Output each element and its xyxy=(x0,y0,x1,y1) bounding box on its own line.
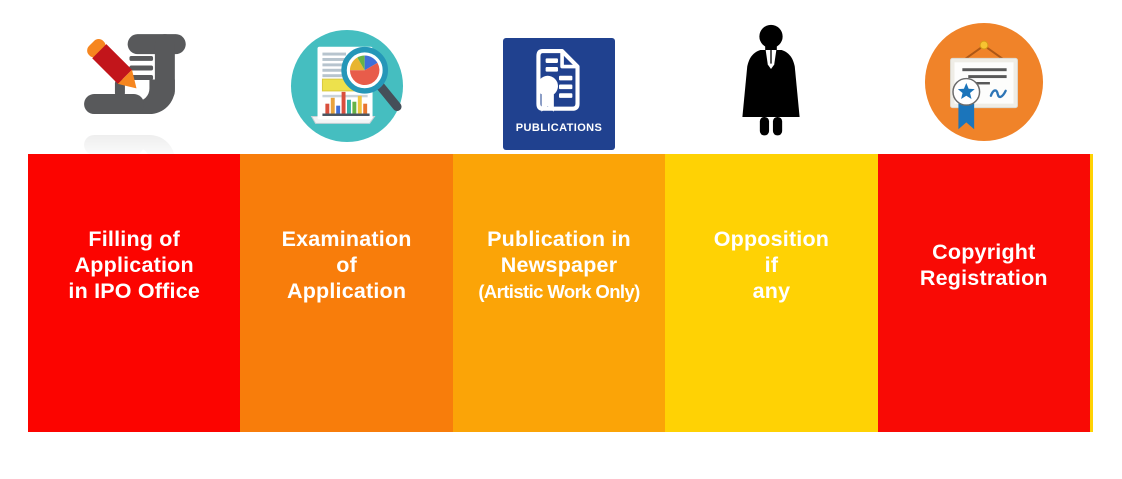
step-1-band: Filling of Application in IPO Office xyxy=(28,154,241,432)
step-examination: Examination of Application xyxy=(240,0,453,432)
label-line: Application xyxy=(74,253,194,277)
label-line: Newspaper xyxy=(500,252,618,277)
label-line: any xyxy=(752,279,791,303)
label-line: Filling of xyxy=(88,227,180,251)
report-magnifier-icon xyxy=(290,29,404,148)
step-opposition: Opposition if any xyxy=(665,0,878,432)
step-4-icon-zone xyxy=(665,0,877,154)
label-line: Examination xyxy=(281,227,412,251)
label-line: Registration xyxy=(919,266,1048,290)
step-2-label: Examination of Application xyxy=(240,226,452,304)
step-4-band: Opposition if any xyxy=(665,154,878,432)
label-line: Application xyxy=(286,279,407,303)
step-filling-application: Filling of Application in IPO Office xyxy=(28,0,241,432)
step-5-band: Copyright Registration xyxy=(877,154,1091,432)
pen-and-scroll-icon xyxy=(75,28,193,167)
step-3-band: Publication in Newspaper (Artistic Work … xyxy=(452,154,666,432)
step-2-band: Examination of Application xyxy=(240,154,453,432)
step-3-icon-zone: PUBLICATIONS xyxy=(453,0,665,154)
band-edge-sliver xyxy=(1090,154,1093,432)
publications-caption: PUBLICATIONS xyxy=(515,122,603,134)
step-2-icon-zone xyxy=(240,0,452,154)
label-line: Publication in xyxy=(487,226,631,251)
label-line: (Artistic Work Only) xyxy=(478,280,640,302)
step-3-label: Publication in Newspaper (Artistic Work … xyxy=(453,226,665,305)
label-line: Copyright xyxy=(932,240,1036,264)
step-publication: PUBLICATIONS Publication in Newspaper (A… xyxy=(452,0,666,432)
label-line: if xyxy=(764,253,779,277)
step-5-icon-zone xyxy=(878,0,1090,154)
step-5-label: Copyright Registration xyxy=(878,239,1090,291)
step-1-icon-zone xyxy=(28,0,240,167)
advocate-silhouette-icon xyxy=(739,23,803,148)
label-line: Opposition xyxy=(713,227,830,251)
step-registration: Copyright Registration xyxy=(877,0,1091,432)
certificate-award-icon xyxy=(923,21,1045,148)
publications-document-icon: PUBLICATIONS xyxy=(503,38,616,150)
step-4-label: Opposition if any xyxy=(665,226,877,304)
label-line: of xyxy=(336,253,357,277)
label-line: in IPO Office xyxy=(68,279,201,303)
step-1-label: Filling of Application in IPO Office xyxy=(28,226,240,304)
steps-row: Filling of Application in IPO Office xyxy=(28,0,1091,432)
